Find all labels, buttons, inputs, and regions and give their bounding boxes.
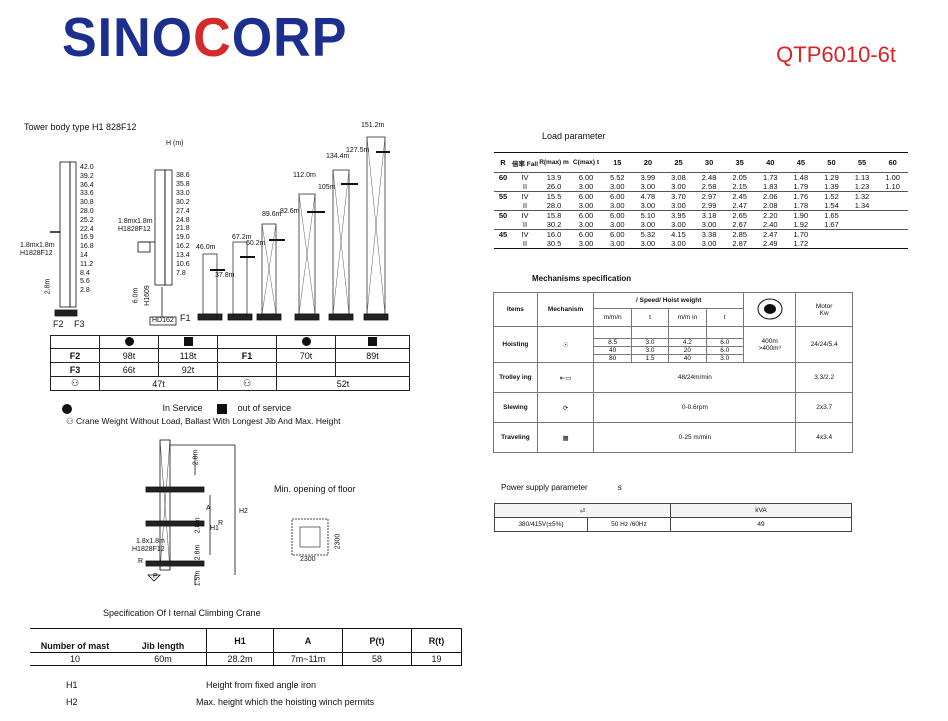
f2-label: F2 <box>53 319 64 329</box>
f1-label: F1 <box>180 313 191 323</box>
out-service-icon <box>217 403 228 414</box>
height-label: 151.2m <box>361 122 385 129</box>
side-label: 127.5m <box>346 147 370 154</box>
floor-opening-drawing <box>291 518 329 556</box>
height-label: 46.0m <box>196 244 216 251</box>
note-value: Max. height which the hoisting winch per… <box>196 697 375 707</box>
min-opening-label: Min. opening of floor <box>274 484 356 494</box>
dim-label: 2.8m <box>44 278 52 295</box>
mech-title: Mechanisms specification <box>532 274 632 283</box>
legend: In Service out of service <box>62 403 291 414</box>
load-title: Load parameter <box>542 131 606 141</box>
tower-drawing <box>50 136 390 326</box>
travel-icon: ▦ <box>536 422 595 453</box>
note-value: Height from fixed angle iron <box>206 680 317 690</box>
side-label: 37.8m <box>215 272 235 279</box>
out-service-icon <box>183 336 193 346</box>
climbing-drawing <box>145 439 236 585</box>
climb-dim: 2.8m <box>192 449 200 466</box>
tower-caption: Tower body type H1 828F12 <box>24 122 137 132</box>
left-size-label: 1.8mx1.8m <box>20 242 55 249</box>
climb-dim: 2.8m <box>194 544 202 561</box>
left-code-label: H1828F12 <box>20 250 53 257</box>
climb-dim: 1.5m <box>194 570 202 587</box>
opening-dim: 2300 <box>300 556 316 563</box>
dim-label: H1609 <box>143 285 151 306</box>
power-table: ⏎ kVA 380/415V(±5%) 50 Hz /60Hz 49 <box>494 503 852 532</box>
climb-letter: R <box>138 558 144 565</box>
height-label: 67.2m <box>232 234 252 241</box>
plug-icon: ⏎ <box>494 503 671 518</box>
mech-table: Items Mechanism / Speed/ Hoist weight Mo… <box>493 292 853 453</box>
in-service-icon <box>301 336 311 346</box>
climbing-title: Specification Of I ternal Climbing Crane <box>103 608 261 618</box>
rope-drum-icon <box>742 292 797 327</box>
slewing-icon: ⟳ <box>536 392 595 423</box>
dim-label: 6.0m <box>132 287 140 304</box>
out-service-icon <box>368 336 377 346</box>
jib-size-label: 1.8mx1.8m <box>118 218 153 225</box>
climb-dim: 2.8m <box>194 517 202 534</box>
climb-letter: H2 <box>239 508 248 515</box>
h-axis-label: H (m) <box>166 140 184 147</box>
spec-table: Number of mast Jib length H1 A P(t) R(t)… <box>30 628 462 666</box>
opening-dim: 2300 <box>334 533 342 550</box>
height-label: 112.0m <box>293 172 316 179</box>
brand-logo: SINOCORP <box>62 7 348 69</box>
weight-icon: ⚇ <box>50 376 100 391</box>
in-service-icon <box>62 403 72 414</box>
side-label: 82.6m <box>280 208 300 215</box>
climb-letter: P <box>153 573 158 580</box>
base-label: HD162 <box>152 317 174 324</box>
crane-weight-note: ⚇ Crane Weight Without Load, Ballast Wit… <box>66 416 341 426</box>
hoist-hook-icon: ☉ <box>536 326 595 363</box>
climb-jib-code: H1828F12 <box>132 546 165 553</box>
in-service-icon <box>124 336 134 346</box>
side-label: 60.2m <box>246 240 266 247</box>
weight-icon: ⚇ <box>66 416 74 426</box>
f3-label: F3 <box>74 319 85 329</box>
note-key: H1 <box>66 680 78 690</box>
model-number: QTP6010-6t <box>776 42 896 67</box>
side-label: 105m <box>318 184 336 191</box>
climb-letter: A <box>206 505 211 512</box>
climb-jib-size: 1.8x1.8m <box>136 538 165 545</box>
height-label: 134.4m <box>326 153 350 160</box>
climb-letter: R <box>218 520 224 527</box>
jib-code-label: H1828F12 <box>118 226 151 233</box>
note-key: H2 <box>66 697 78 707</box>
weight-icon: ⚇ <box>217 376 277 391</box>
climb-letter: H1 <box>210 525 219 532</box>
height-label: 89.6m <box>262 211 282 218</box>
trolley-icon: ⇤▭ <box>536 362 595 393</box>
